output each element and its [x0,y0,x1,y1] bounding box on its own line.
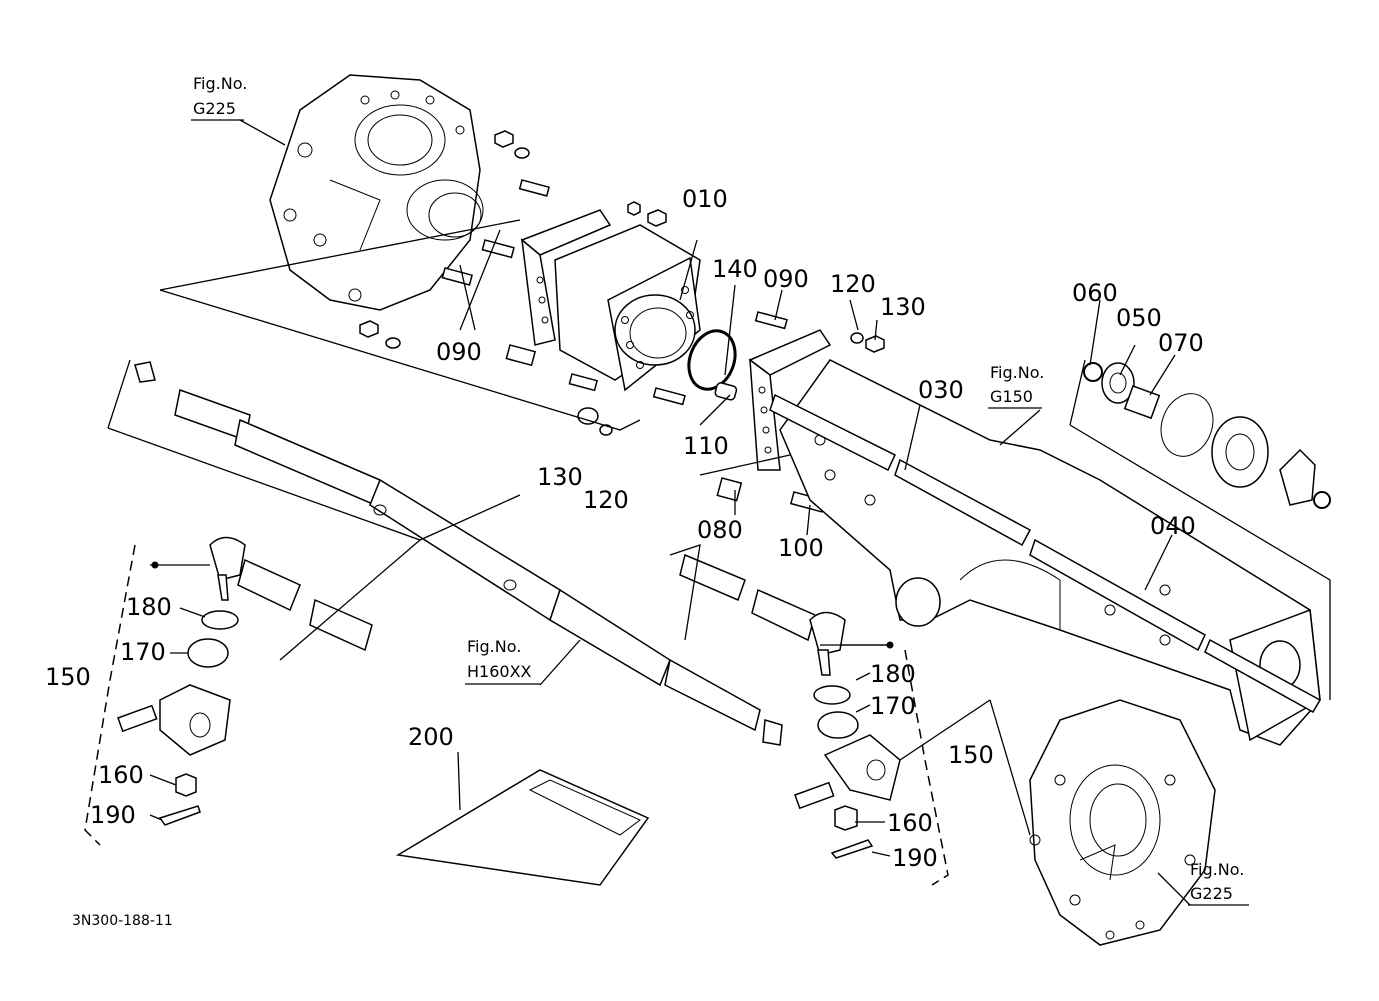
part-label-110: 110 [683,432,729,460]
part-label-160-right: 160 [887,809,933,837]
shafts [769,393,1322,714]
figure-ref-code: H160XX [467,662,532,681]
front-axle-bracket [520,209,701,392]
part-label-190-right: 190 [892,844,938,872]
bracket-hardware [505,311,885,436]
part-label-050: 050 [1116,304,1162,332]
bracket-150-left [84,544,136,846]
manual-sheet [395,769,650,886]
bracket-150-right [904,649,949,886]
part-label-120-left: 120 [583,486,629,514]
figure-ref-g225-bottom: Fig.No. G225 [1188,860,1249,906]
figure-ref-label: Fig.No. [990,363,1044,382]
upper-gear-case [269,74,484,311]
part-label-130-right: 130 [880,293,926,321]
part-label-060: 060 [1072,279,1118,307]
part-label-090-right: 090 [763,265,809,293]
figure-ref-label: Fig.No. [1190,860,1244,879]
o-ring-140 [687,329,737,391]
part-label-170-right: 170 [870,692,916,720]
drawing-code: 3N300-188-11 [72,913,173,929]
part-label-150-right: 150 [948,741,994,769]
figure-ref-g150: Fig.No. G150 [988,363,1044,409]
part-label-080: 080 [697,516,743,544]
part-label-130-left: 130 [537,463,583,491]
part-label-190-left: 190 [90,801,136,829]
tie-rod [134,361,783,746]
figure-ref-code: G225 [1190,884,1233,903]
part-label-030: 030 [918,376,964,404]
small-bracket [716,329,832,513]
part-label-140: 140 [712,255,758,283]
left-tie-rod-end [117,536,373,826]
figure-ref-label: Fig.No. [467,637,521,656]
part-label-070: 070 [1158,329,1204,357]
part-label-160-left: 160 [98,761,144,789]
lower-gear-case [1029,699,1216,946]
part-label-180-left: 180 [126,593,172,621]
figure-ref-g225-top: Fig.No. G225 [191,74,247,121]
part-label-180-right: 180 [870,660,916,688]
part-label-150-left: 150 [45,663,91,691]
part-label-100: 100 [778,534,824,562]
figure-ref-code: G225 [193,99,236,118]
upper-case-hardware [359,130,667,349]
leader-lines [107,119,1331,906]
part-label-010: 010 [682,185,728,213]
part-label-200: 200 [408,723,454,751]
figure-ref-code: G150 [990,387,1033,406]
part-number-labels: 010 140 090 120 130 090 130 120 110 080 … [45,185,1204,872]
part-label-090-left: 090 [436,338,482,366]
figure-ref-label: Fig.No. [193,74,247,93]
part-label-040: 040 [1150,512,1196,540]
bearing-set [1083,362,1331,509]
part-label-120-right: 120 [830,270,876,298]
figure-ref-h160xx: Fig.No. H160XX [465,637,540,685]
part-label-170-left: 170 [120,638,166,666]
